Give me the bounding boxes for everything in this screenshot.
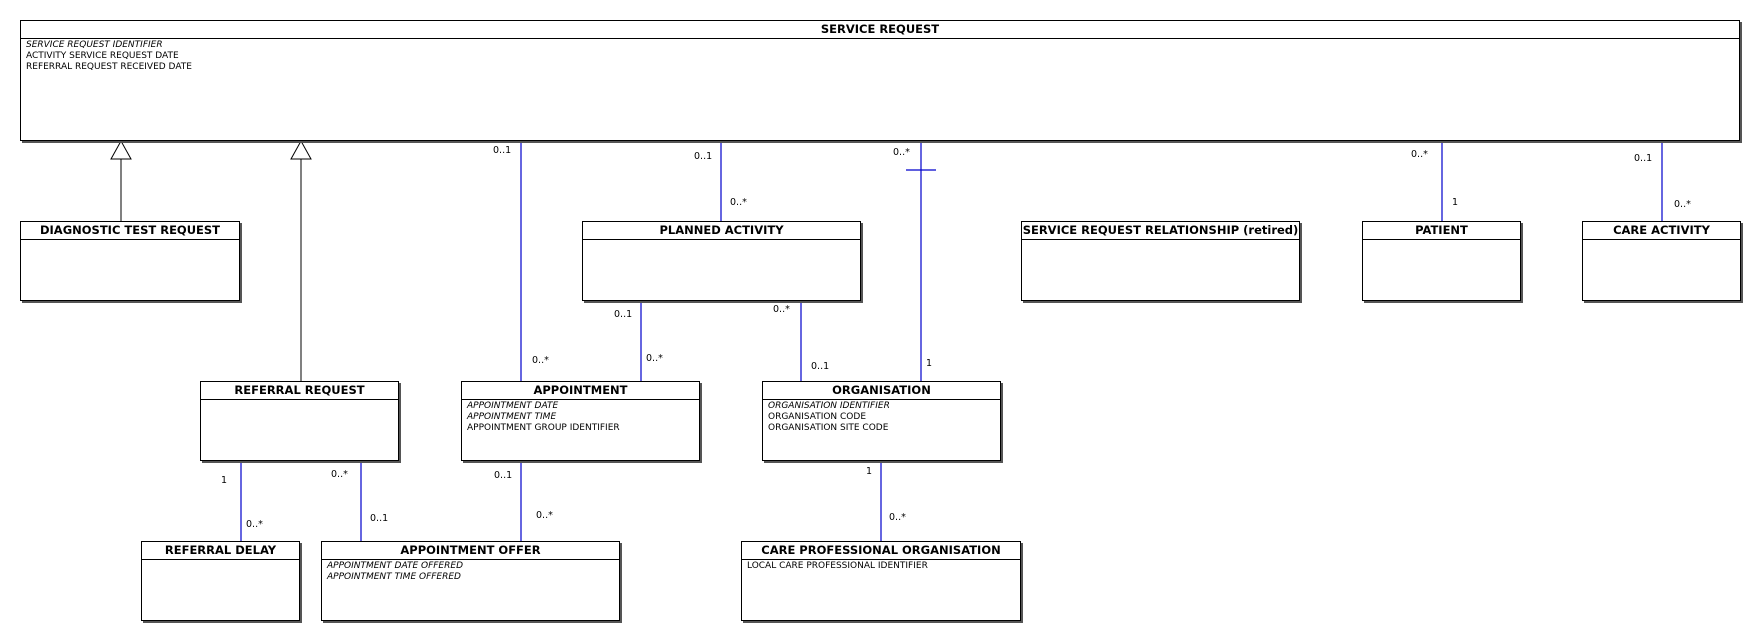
entity-title: ORGANISATION <box>763 382 1000 400</box>
multiplicity-label: 0..1 <box>811 361 830 372</box>
multiplicity-label: 0..1 <box>494 470 513 481</box>
multiplicity-label: 0..* <box>1674 199 1691 210</box>
entity-attribute: ORGANISATION CODE <box>768 412 867 422</box>
multiplicity-label: 0..* <box>331 469 348 480</box>
entity-title: REFERRAL DELAY <box>142 542 299 560</box>
entity-title: CARE ACTIVITY <box>1583 222 1740 240</box>
entity-title: APPOINTMENT OFFER <box>322 542 619 560</box>
multiplicity-label: 1 <box>221 475 228 486</box>
multiplicity-label: 1 <box>866 466 873 477</box>
entity-title: DIAGNOSTIC TEST REQUEST <box>21 222 239 240</box>
entity-attribute: ORGANISATION SITE CODE <box>768 423 889 433</box>
entity-attribute: APPOINTMENT DATE OFFERED <box>327 561 463 571</box>
entity-attribute: ORGANISATION IDENTIFIER <box>768 401 890 411</box>
generalization-arrow <box>110 139 132 160</box>
entity-care-activity[interactable]: CARE ACTIVITY <box>1582 221 1741 301</box>
multiplicity-label: 0..* <box>730 197 747 208</box>
multiplicity-label: 0..1 <box>493 145 512 156</box>
entity-attribute: ACTIVITY SERVICE REQUEST DATE <box>26 51 179 61</box>
multiplicity-label: 0..* <box>246 519 263 530</box>
entity-title: REFERRAL REQUEST <box>201 382 398 400</box>
attribute-list <box>1022 240 1299 242</box>
multiplicity-label: 0..1 <box>1634 153 1653 164</box>
entity-attribute: REFERRAL REQUEST RECEIVED DATE <box>26 62 192 72</box>
multiplicity-label: 0..1 <box>694 151 713 162</box>
attribute-list: LOCAL CARE PROFESSIONAL IDENTIFIER <box>742 560 1020 573</box>
multiplicity-label: 0..* <box>536 510 553 521</box>
entity-referral-request[interactable]: REFERRAL REQUEST <box>200 381 399 461</box>
entity-attribute: APPOINTMENT DATE <box>467 401 559 411</box>
entity-diagnostic-test-request[interactable]: DIAGNOSTIC TEST REQUEST <box>20 221 240 301</box>
multiplicity-label: 0..* <box>889 512 906 523</box>
entity-title: CARE PROFESSIONAL ORGANISATION <box>742 542 1020 560</box>
attribute-list <box>1583 240 1740 242</box>
generalization-arrow <box>290 139 312 160</box>
entity-service-request[interactable]: SERVICE REQUEST SERVICE REQUEST IDENTIFI… <box>20 20 1740 141</box>
multiplicity-label: 1 <box>1452 197 1459 208</box>
entity-title: APPOINTMENT <box>462 382 699 400</box>
entity-care-professional-organisation[interactable]: CARE PROFESSIONAL ORGANISATION LOCAL CAR… <box>741 541 1021 621</box>
entity-title: PLANNED ACTIVITY <box>583 222 860 240</box>
multiplicity-label: 0..1 <box>614 309 633 320</box>
attribute-list <box>583 240 860 242</box>
entity-attribute: APPOINTMENT TIME OFFERED <box>327 572 461 582</box>
attribute-list <box>21 240 239 242</box>
entity-patient[interactable]: PATIENT <box>1362 221 1521 301</box>
attribute-list <box>142 560 299 562</box>
attribute-list <box>1363 240 1520 242</box>
multiplicity-label: 0..* <box>1411 149 1428 160</box>
entity-title: PATIENT <box>1363 222 1520 240</box>
entity-attribute: LOCAL CARE PROFESSIONAL IDENTIFIER <box>747 561 928 571</box>
attribute-list <box>201 400 398 402</box>
multiplicity-label: 0..* <box>532 355 549 366</box>
entity-planned-activity[interactable]: PLANNED ACTIVITY <box>582 221 861 301</box>
entity-attribute: SERVICE REQUEST IDENTIFIER <box>26 40 163 50</box>
entity-attribute: APPOINTMENT GROUP IDENTIFIER <box>467 423 620 433</box>
entity-referral-delay[interactable]: REFERRAL DELAY <box>141 541 300 621</box>
multiplicity-label: 0..* <box>646 353 663 364</box>
multiplicity-label: 0..* <box>773 304 790 315</box>
multiplicity-label: 1 <box>926 358 933 369</box>
multiplicity-label: 0..1 <box>370 513 389 524</box>
entity-appointment-offer[interactable]: APPOINTMENT OFFER APPOINTMENT DATE OFFER… <box>321 541 620 621</box>
entity-service-request-relationship[interactable]: SERVICE REQUEST RELATIONSHIP (retired) <box>1021 221 1300 301</box>
entity-title: SERVICE REQUEST <box>21 21 1739 39</box>
entity-attribute: APPOINTMENT TIME <box>467 412 557 422</box>
entity-title: SERVICE REQUEST RELATIONSHIP (retired) <box>1022 222 1299 240</box>
multiplicity-label: 0..* <box>893 147 910 158</box>
